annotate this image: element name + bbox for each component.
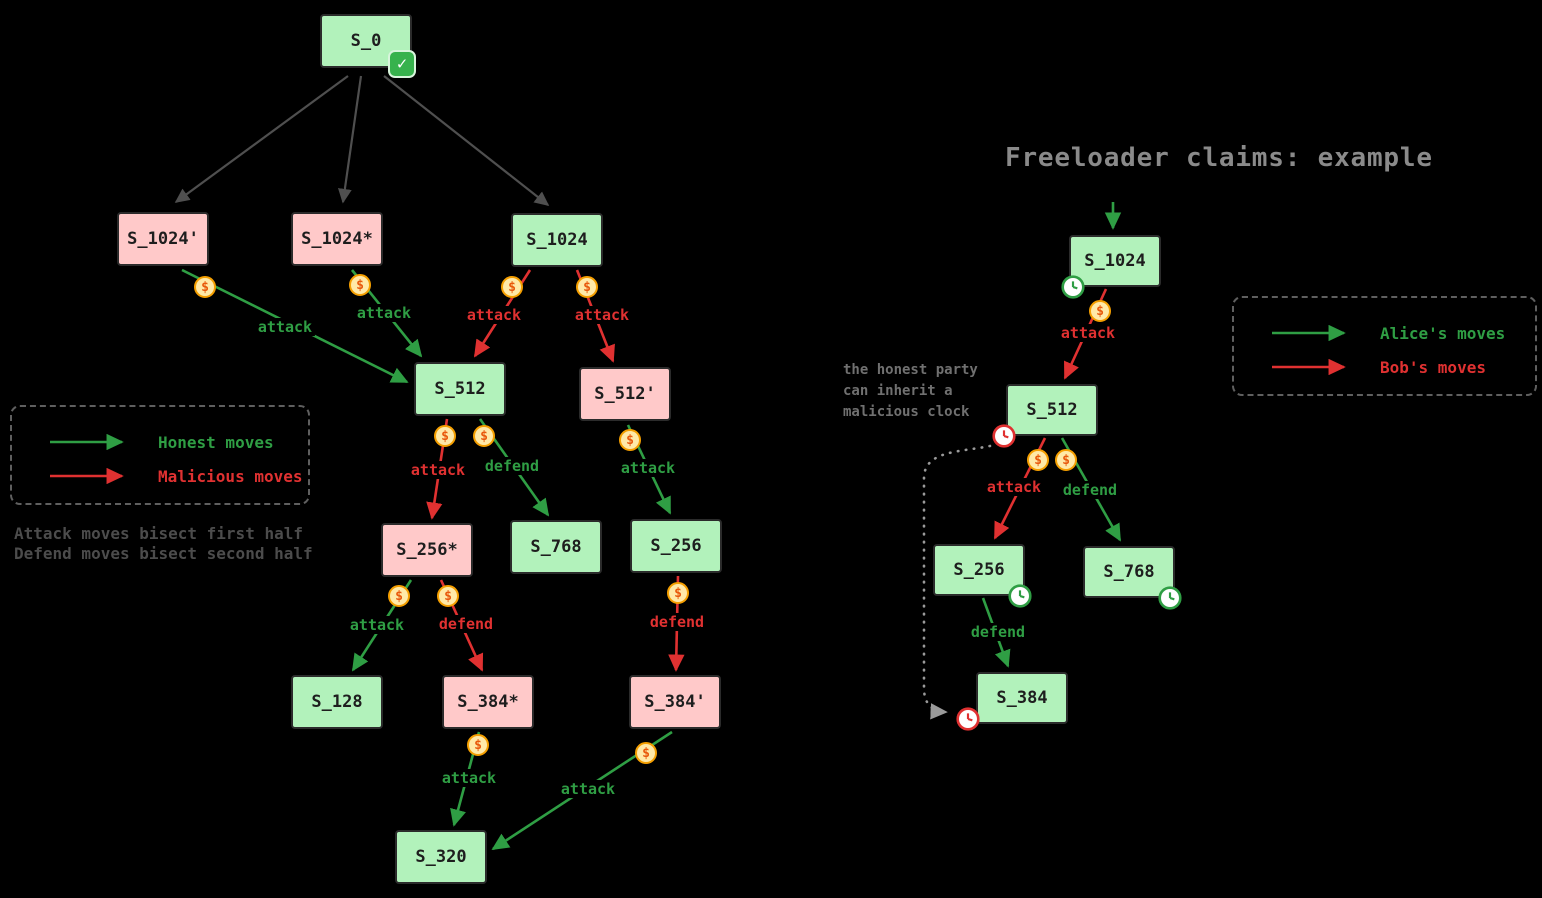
legend-row-malicious: Malicious moves xyxy=(46,459,308,493)
edge-s0-s1024 xyxy=(383,75,550,206)
node-s256star: S_256* xyxy=(381,523,473,577)
legend-row-bob: Bob's moves xyxy=(1268,350,1535,384)
coin-icon: $ xyxy=(619,429,641,451)
node-s1024star: S_1024* xyxy=(291,212,383,266)
coin-icon: $ xyxy=(349,274,371,296)
right-diagram-title: Freeloader claims: example xyxy=(1005,143,1433,173)
edge-label-attack: attack xyxy=(557,780,619,798)
clock-inheritance-path xyxy=(922,444,992,720)
bisection-note-line1: Attack moves bisect first half xyxy=(14,524,303,543)
coin-icon: $ xyxy=(1089,300,1111,322)
node-s768: S_768 xyxy=(510,520,602,574)
edge-label-attack: attack xyxy=(254,318,316,336)
node-r-s512: S_512 xyxy=(1006,384,1098,436)
coin-icon: $ xyxy=(437,585,459,607)
coin-icon: $ xyxy=(576,276,598,298)
node-s512: S_512 xyxy=(414,362,506,416)
edge-label-defend: defend xyxy=(646,613,708,631)
inherit-clock-note-line1: the honest party xyxy=(843,362,978,378)
clock-icon-red xyxy=(955,706,981,732)
coin-icon: $ xyxy=(667,582,689,604)
legend-label-bob: Bob's moves xyxy=(1380,357,1486,377)
clock-icon-red xyxy=(991,423,1017,449)
edge-label-attack: attack xyxy=(617,459,679,477)
edge-label-attack: attack xyxy=(571,306,633,324)
edge-label-defend: defend xyxy=(1059,481,1121,499)
coin-icon: $ xyxy=(388,585,410,607)
green-arrow-icon xyxy=(50,434,124,450)
node-s512prime: S_512' xyxy=(579,367,671,421)
green-arrow-icon xyxy=(1272,325,1346,341)
node-r-s256: S_256 xyxy=(933,544,1025,596)
node-s1024: S_1024 xyxy=(511,213,603,267)
node-r-s384: S_384 xyxy=(976,672,1068,724)
legend-label-malicious: Malicious moves xyxy=(158,466,303,486)
node-s384prime: S_384' xyxy=(629,675,721,729)
red-arrow-icon xyxy=(50,468,124,484)
node-s384star: S_384* xyxy=(442,675,534,729)
node-s256: S_256 xyxy=(630,519,722,573)
legend-row-alice: Alice's moves xyxy=(1268,316,1535,350)
edge-label-attack: attack xyxy=(407,461,469,479)
clock-icon-green xyxy=(1060,274,1086,300)
red-arrow-icon xyxy=(1272,359,1346,375)
coin-icon: $ xyxy=(1055,449,1077,471)
legend-row-honest: Honest moves xyxy=(46,425,308,459)
edge-s0-s1024prime xyxy=(174,75,349,203)
left-legend: Honest moves Malicious moves xyxy=(10,405,310,505)
right-legend: Alice's moves Bob's moves xyxy=(1232,296,1537,396)
edge-label-attack: attack xyxy=(1057,324,1119,342)
bisection-note: Attack moves bisect first half Defend mo… xyxy=(14,524,313,564)
edge-label-defend: defend xyxy=(435,615,497,633)
coin-icon: $ xyxy=(1027,449,1049,471)
inherit-clock-note-line3: malicious clock xyxy=(843,404,970,420)
edge-label-attack: attack xyxy=(983,478,1045,496)
coin-icon: $ xyxy=(467,734,489,756)
node-r-s1024: S_1024 xyxy=(1069,235,1161,287)
edge-label-defend: defend xyxy=(481,457,543,475)
coin-icon: $ xyxy=(434,425,456,447)
coin-icon: $ xyxy=(635,742,657,764)
edge-label-attack: attack xyxy=(353,304,415,322)
inherit-clock-note: the honest party can inherit a malicious… xyxy=(843,360,978,423)
node-s320: S_320 xyxy=(395,830,487,884)
legend-label-honest: Honest moves xyxy=(158,432,274,452)
node-s128: S_128 xyxy=(291,675,383,729)
edge-label-attack: attack xyxy=(346,616,408,634)
edge-label-defend: defend xyxy=(967,623,1029,641)
check-icon: ✓ xyxy=(388,50,416,78)
node-s0: S_0 xyxy=(320,14,412,68)
clock-icon-green xyxy=(1157,585,1183,611)
coin-icon: $ xyxy=(473,425,495,447)
node-s1024prime: S_1024' xyxy=(117,212,209,266)
clock-icon-green xyxy=(1007,583,1033,609)
node-r-s768: S_768 xyxy=(1083,546,1175,598)
bisection-note-line2: Defend moves bisect second half xyxy=(14,544,313,563)
coin-icon: $ xyxy=(501,276,523,298)
coin-icon: $ xyxy=(194,276,216,298)
edge-label-attack: attack xyxy=(438,769,500,787)
legend-label-alice: Alice's moves xyxy=(1380,323,1506,343)
edge-s0-s1024star xyxy=(337,75,363,204)
edge-label-attack: attack xyxy=(463,306,525,324)
inherit-clock-note-line2: can inherit a xyxy=(843,383,953,399)
